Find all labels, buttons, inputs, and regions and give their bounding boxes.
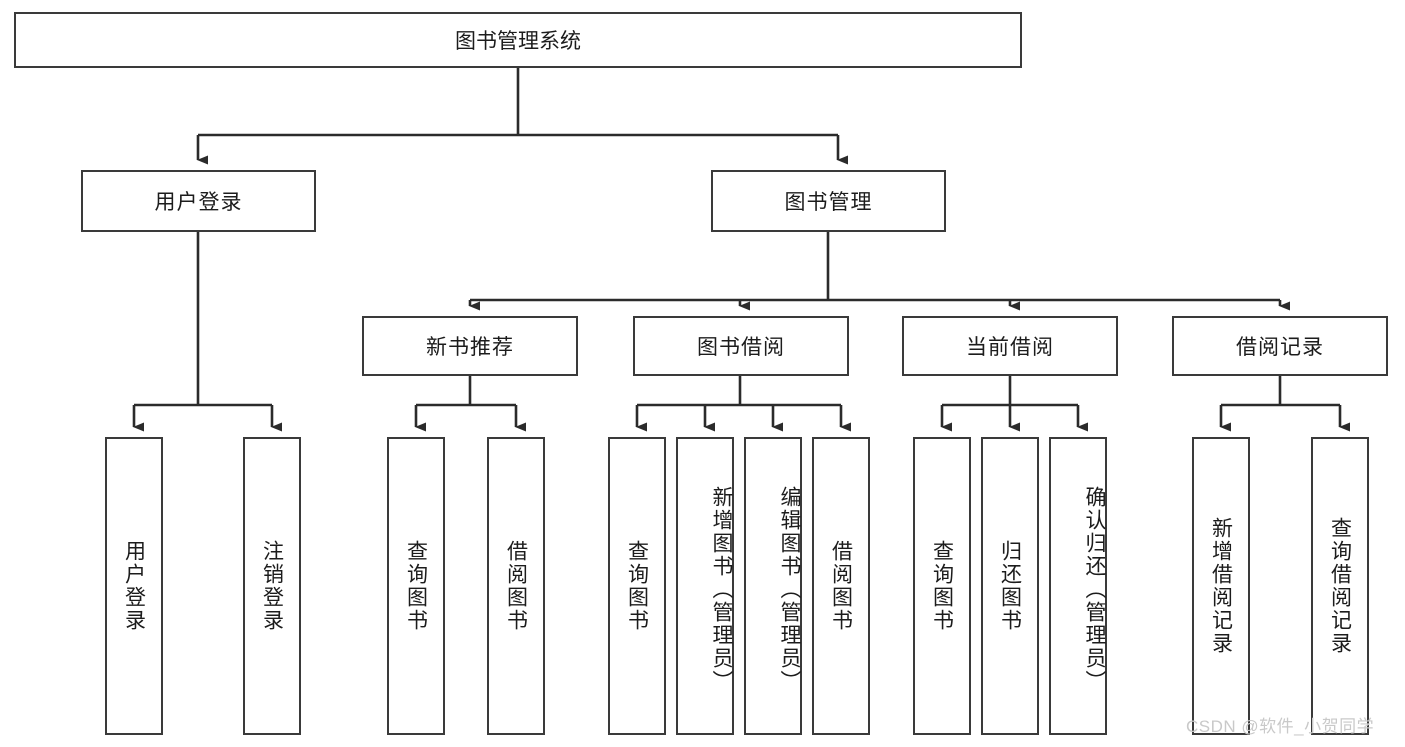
node-label: 新书推荐 <box>426 336 514 359</box>
node-label: 查询图书 <box>404 540 428 632</box>
node-label: 查询图书 <box>625 540 649 632</box>
leaf-user-login[interactable]: 用户登录 <box>105 437 163 735</box>
leaf-query-book-current[interactable]: 查询图书 <box>913 437 971 735</box>
leaf-logout[interactable]: 注销登录 <box>243 437 301 735</box>
leaf-confirm-return-admin[interactable]: 确认归还（管理员） <box>1049 437 1107 735</box>
leaf-query-book-new[interactable]: 查询图书 <box>387 437 445 735</box>
node-book-borrow[interactable]: 图书借阅 <box>633 316 849 376</box>
node-label: 用户登录 <box>122 540 146 632</box>
node-label: 图书借阅 <box>697 336 785 359</box>
leaf-add-book-admin[interactable]: 新增图书（管理员） <box>676 437 734 735</box>
leaf-return-book[interactable]: 归还图书 <box>981 437 1039 735</box>
node-label: 查询借阅记录 <box>1328 517 1352 655</box>
node-label: 归还图书 <box>998 540 1022 632</box>
leaf-query-borrow-record[interactable]: 查询借阅记录 <box>1311 437 1369 735</box>
node-label: 新增借阅记录 <box>1209 517 1233 655</box>
node-label: 借阅图书 <box>504 540 528 632</box>
node-label: 新增图书（管理员） <box>710 485 733 693</box>
node-label: 编辑图书（管理员） <box>778 485 801 693</box>
node-label: 图书管理系统 <box>455 30 581 53</box>
leaf-query-book-borrow[interactable]: 查询图书 <box>608 437 666 735</box>
node-label: 确认归还（管理员） <box>1083 485 1106 693</box>
leaf-borrow-book-new[interactable]: 借阅图书 <box>487 437 545 735</box>
leaf-add-borrow-record[interactable]: 新增借阅记录 <box>1192 437 1250 735</box>
node-user-login[interactable]: 用户登录 <box>81 170 316 232</box>
node-label: 借阅图书 <box>829 540 853 632</box>
node-label: 借阅记录 <box>1236 336 1324 359</box>
watermark: CSDN @软件_小贺同学 <box>1186 717 1375 736</box>
node-new-book-recommend[interactable]: 新书推荐 <box>362 316 578 376</box>
node-root-system[interactable]: 图书管理系统 <box>14 12 1022 68</box>
node-borrow-record[interactable]: 借阅记录 <box>1172 316 1388 376</box>
node-book-management[interactable]: 图书管理 <box>711 170 946 232</box>
leaf-edit-book-admin[interactable]: 编辑图书（管理员） <box>744 437 802 735</box>
node-label: 查询图书 <box>930 540 954 632</box>
node-current-borrow[interactable]: 当前借阅 <box>902 316 1118 376</box>
node-label: 当前借阅 <box>966 336 1054 359</box>
node-label: 注销登录 <box>260 540 284 632</box>
node-label: 用户登录 <box>154 191 243 214</box>
leaf-borrow-book[interactable]: 借阅图书 <box>812 437 870 735</box>
node-label: 图书管理 <box>784 191 873 214</box>
